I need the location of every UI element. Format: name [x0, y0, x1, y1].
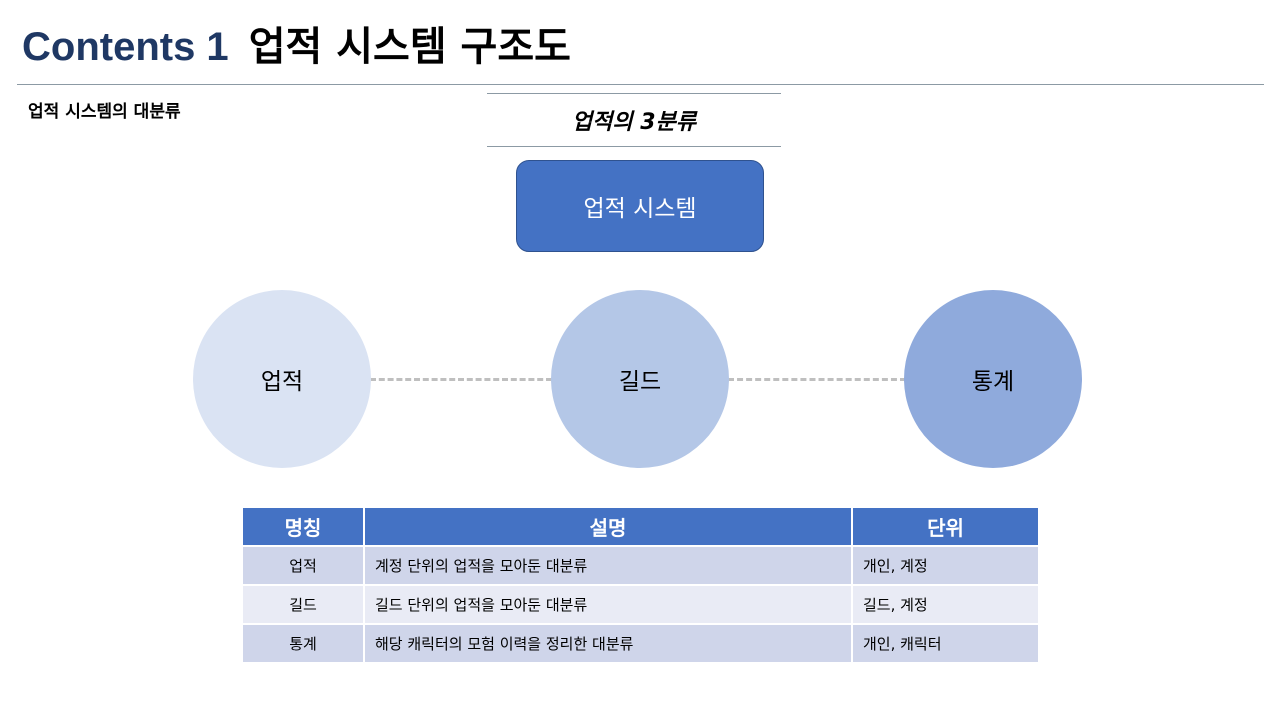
cell-name: 업적: [241, 545, 365, 586]
node-label-achievement: 업적: [260, 369, 304, 395]
cell-name: 길드: [241, 584, 365, 625]
page-title-korean: 업적 시스템 구조도: [248, 24, 571, 70]
connector-line-2: [728, 378, 906, 381]
page-title-english: Contents 1: [22, 25, 229, 69]
title-divider: [17, 84, 1264, 85]
header-unit: 단위: [851, 506, 1040, 547]
root-node-box: 업적 시스템: [516, 160, 764, 252]
table-row: 통계 해당 캐릭터의 모험 이력을 정리한 대분류 개인, 캐릭터: [241, 623, 1040, 664]
table-header-row: 명칭 설명 단위: [241, 506, 1040, 547]
section-subtitle: 업적 시스템의 대분류: [28, 102, 181, 122]
node-circle-statistics: 통계: [904, 290, 1082, 468]
page-title: Contents 1 업적 시스템 구조도: [22, 14, 571, 74]
node-circle-achievement: 업적: [193, 290, 371, 468]
diagram-heading: 업적의 3분류: [487, 93, 781, 147]
classification-table: 명칭 설명 단위 업적 계정 단위의 업적을 모아둔 대분류 개인, 계정 길드…: [241, 506, 1040, 664]
cell-description: 계정 단위의 업적을 모아둔 대분류: [363, 545, 853, 586]
header-description: 설명: [363, 506, 853, 547]
cell-unit: 개인, 캐릭터: [851, 623, 1040, 664]
node-circle-guild: 길드: [551, 290, 729, 468]
root-node-label: 업적 시스템: [583, 196, 697, 222]
table-row: 길드 길드 단위의 업적을 모아둔 대분류 길드, 계정: [241, 584, 1040, 625]
node-label-statistics: 통계: [971, 369, 1015, 395]
cell-name: 통계: [241, 623, 365, 664]
table-row: 업적 계정 단위의 업적을 모아둔 대분류 개인, 계정: [241, 545, 1040, 586]
node-label-guild: 길드: [618, 369, 662, 395]
cell-description: 길드 단위의 업적을 모아둔 대분류: [363, 584, 853, 625]
cell-description: 해당 캐릭터의 모험 이력을 정리한 대분류: [363, 623, 853, 664]
connector-line-1: [370, 378, 552, 381]
cell-unit: 개인, 계정: [851, 545, 1040, 586]
cell-unit: 길드, 계정: [851, 584, 1040, 625]
header-name: 명칭: [241, 506, 365, 547]
